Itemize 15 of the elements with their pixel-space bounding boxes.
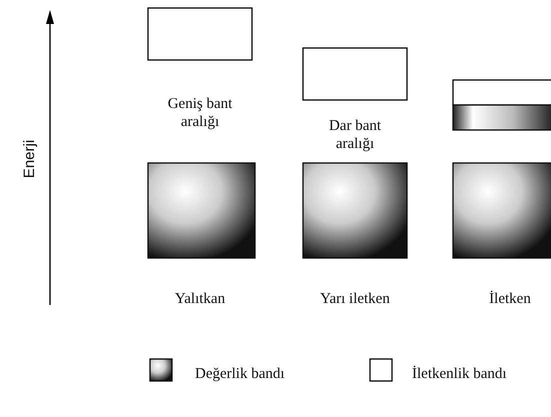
conduction-band bbox=[302, 47, 408, 101]
conduction-band bbox=[452, 79, 551, 106]
valence-band bbox=[452, 104, 551, 131]
valence-band bbox=[147, 162, 256, 259]
legend-label: Değerlik bandı bbox=[195, 365, 285, 383]
material-label: Yalıtkan bbox=[174, 290, 226, 308]
valence-band bbox=[452, 162, 551, 259]
valence-band bbox=[302, 162, 408, 259]
band-gap-label: Geniş bant aralığı bbox=[166, 95, 234, 131]
band-gap-label: Dar bant aralığı bbox=[328, 117, 382, 153]
material-label: İletken bbox=[488, 290, 532, 308]
material-label: Yarı iletken bbox=[319, 290, 391, 308]
conduction-band bbox=[147, 7, 253, 61]
axis-label: Enerji bbox=[21, 139, 39, 179]
legend-label: İletkenlik bandı bbox=[412, 365, 507, 383]
